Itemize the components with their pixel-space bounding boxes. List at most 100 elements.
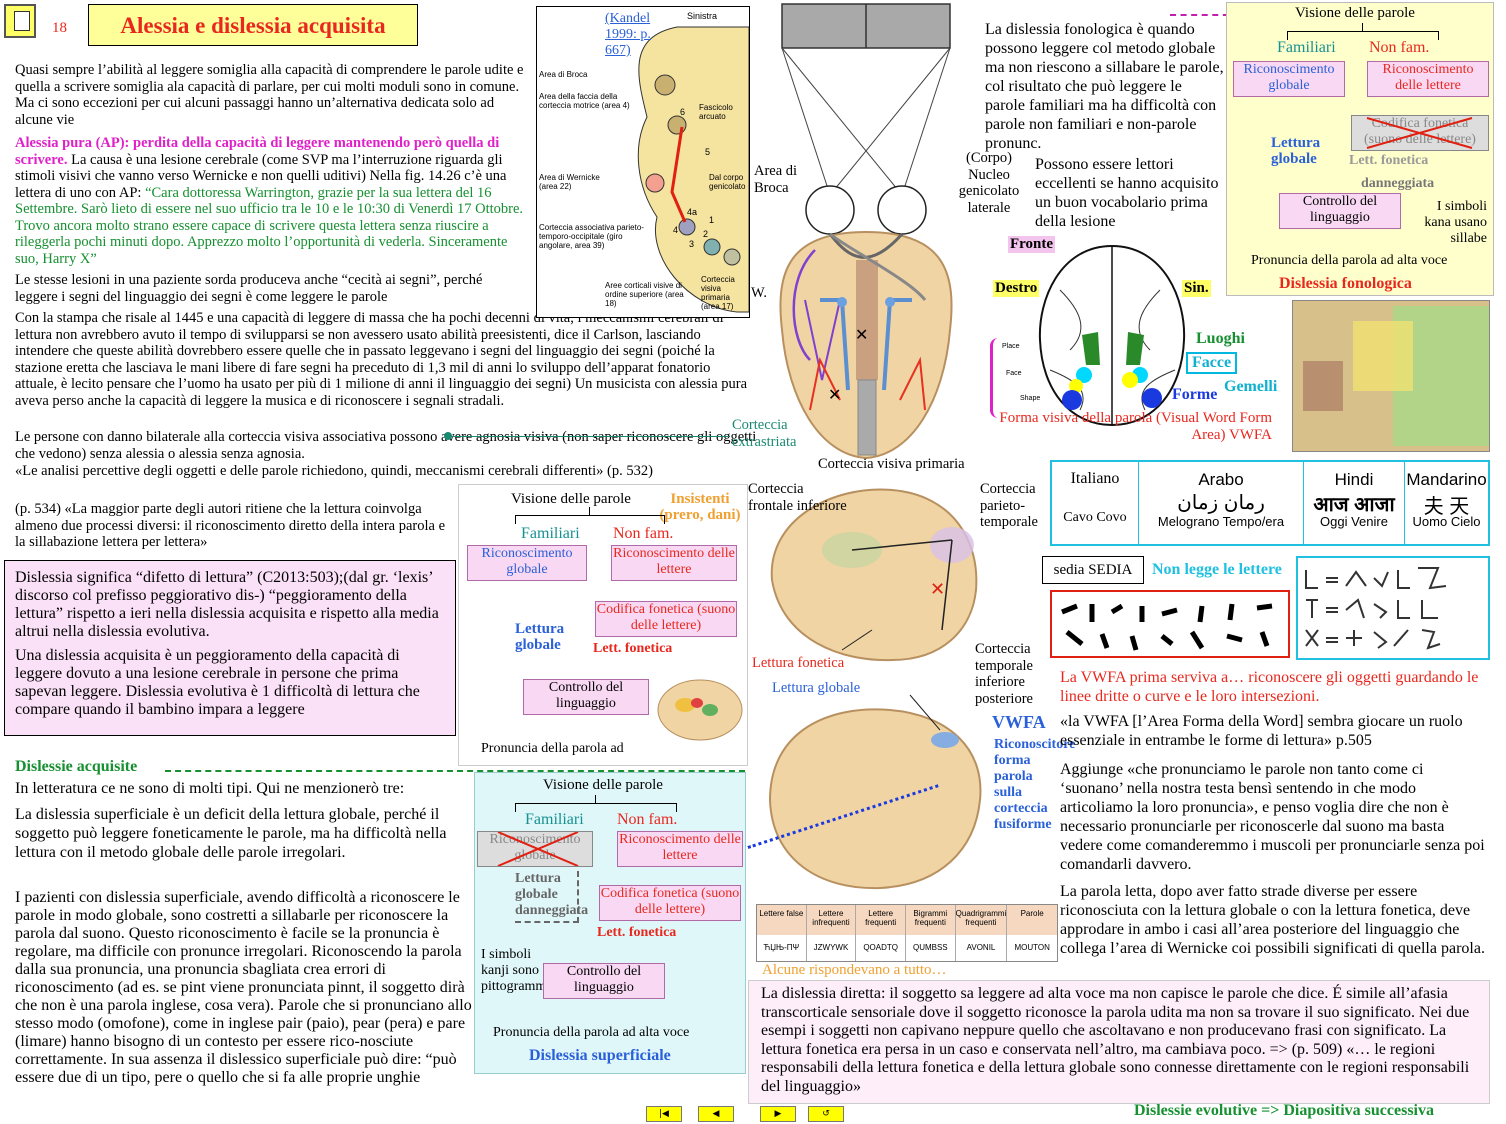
table-caption: Alcune rispondevano a tutto… bbox=[762, 962, 947, 978]
lesion-mark: ✕ bbox=[855, 325, 868, 344]
fragments-box bbox=[1050, 590, 1290, 658]
parietal-label: Corteccia parieto-temporale bbox=[980, 481, 1038, 530]
prev-slide-button[interactable]: ◀ bbox=[698, 1106, 734, 1122]
lesion-mark: ✕ bbox=[828, 385, 841, 404]
table-cell: MOUTON bbox=[1007, 935, 1057, 961]
kandel-label-arcuate: Fascicolo arcuato bbox=[699, 103, 733, 121]
vwfa-desc: Riconoscitore forma parola sulla cortecc… bbox=[994, 737, 1076, 832]
phon-rl: Riconoscimento delle lettere bbox=[1367, 61, 1489, 97]
table-header: Quadrigrammi frequenti bbox=[956, 905, 1008, 935]
table-cell: AVONIL bbox=[955, 935, 1008, 961]
patient-letter: “Cara dottoressa Warrington, grazie per … bbox=[15, 184, 524, 267]
quote-532: «Le analisi percettive degli oggetti e d… bbox=[15, 463, 653, 479]
sup-stem bbox=[595, 795, 596, 803]
sin-label: Sin. bbox=[1182, 280, 1211, 297]
label-area-broca: Area di Broca bbox=[754, 163, 798, 196]
mid-small-brain bbox=[657, 679, 743, 741]
sup-rl: Riconoscimento delle lettere bbox=[617, 831, 743, 867]
script-name: Arabo bbox=[1198, 470, 1244, 489]
definition-box: Dislessia significa “difetto di lettura”… bbox=[4, 560, 456, 736]
first-slide-button[interactable]: |◀ bbox=[646, 1106, 682, 1122]
word-table: Lettere false Lettere infrequenti Letter… bbox=[756, 904, 1058, 962]
scripts-table: Italiano Cavo Covo Arabo رمان زمان Melog… bbox=[1050, 460, 1490, 546]
sedia-text: sedia SEDIA bbox=[1053, 562, 1133, 578]
intro-paragraph: Quasi sempre l’abilità al leggere somigl… bbox=[15, 62, 524, 128]
script-col-arabo: Arabo رمان زمان Melograno Tempo/era bbox=[1139, 462, 1304, 544]
phon-nonfam: Non fam. bbox=[1369, 39, 1430, 56]
kandel-num: 6 bbox=[680, 107, 686, 117]
mid-insistenti: Insistenti (prero, dani) bbox=[659, 491, 741, 523]
phon-fam: Familiari bbox=[1277, 39, 1336, 56]
phon-ctrl: Controllo del linguaggio bbox=[1279, 193, 1401, 229]
label-wernicke: W. bbox=[751, 285, 767, 301]
kandel-label-associativa: Corteccia associativa parieto-temporo-oc… bbox=[539, 223, 644, 250]
script-words: Uomo Cielo bbox=[1412, 514, 1481, 529]
table-cell: QOADTQ bbox=[856, 935, 906, 961]
script-col-hindi: Hindi आज आजा Oggi Venire bbox=[1304, 462, 1405, 544]
phon-stem bbox=[1362, 23, 1363, 31]
kandel-sinistra: Sinistra bbox=[687, 11, 718, 21]
cross-mark bbox=[497, 832, 579, 866]
page-icon bbox=[14, 11, 30, 31]
flow-phonological: Visione delle parole Familiari Non fam. … bbox=[1226, 2, 1494, 296]
mid-tree-line bbox=[515, 515, 665, 524]
superficial-def: La dislessia superficiale è un deficit d… bbox=[15, 806, 447, 861]
pure-alexia: Alessia pura (AP): perdita della capacit… bbox=[15, 135, 530, 267]
anatomy-photo bbox=[1292, 300, 1490, 452]
mid-nonfam: Non fam. bbox=[613, 525, 674, 542]
sup-cf: Codifica fonetica (suono delle lettere) bbox=[599, 885, 741, 921]
read-word-paragraph: La parola letta, dopo aver fatto strade … bbox=[1060, 883, 1485, 957]
direct-dyslexia-box: La dislessia diretta: il soggetto sa leg… bbox=[748, 980, 1490, 1104]
mid-lf: Lett. fonetica bbox=[593, 641, 673, 656]
luoghi-label: Luoghi bbox=[1196, 330, 1245, 347]
script-words: Oggi Venire bbox=[1320, 514, 1388, 529]
label-primary-visual: Corteccia visiva primaria bbox=[818, 456, 965, 472]
pure-alexia-head: Alessia pura (AP): perdita della capacit… bbox=[15, 135, 500, 168]
superficial-detail: I pazienti con dislessia superficiale, a… bbox=[15, 889, 472, 1086]
script-col-italiano: Italiano Cavo Covo bbox=[1052, 462, 1139, 544]
next-slide-text: Dislessie evolutive => Diapositiva succe… bbox=[1134, 1102, 1434, 1119]
sup-tree-line bbox=[515, 803, 677, 812]
sup-lf: Lett. fonetica bbox=[597, 925, 677, 940]
mid-fam: Familiari bbox=[521, 525, 580, 542]
mid-cf: Codifica fonetica (suono delle lettere) bbox=[595, 601, 737, 637]
table-cell: JZWYWK bbox=[806, 935, 857, 961]
kandel-label-area17: Corteccia visiva primaria (area 17) bbox=[701, 275, 735, 311]
kandel-figure: (Kandel 1999: p. 667) Sinistra Area di B… bbox=[536, 6, 750, 318]
slide-number: 18 bbox=[52, 20, 67, 36]
next-slide-button[interactable]: ▶ bbox=[760, 1106, 796, 1122]
return-button[interactable]: ↺ bbox=[808, 1106, 844, 1122]
mid-rl: Riconoscimento delle lettere bbox=[611, 545, 737, 581]
forme-label: Forme bbox=[1172, 386, 1218, 403]
kandel-num: 4 bbox=[673, 225, 679, 235]
ventral-brain bbox=[1038, 244, 1186, 427]
deaf-patient: Le stesse lesioni in una paziente sorda … bbox=[15, 272, 483, 305]
phon-kana: I simboli kana usano sillabe bbox=[1424, 199, 1487, 246]
table-header: Parole bbox=[1020, 909, 1044, 918]
sup-rg: Riconoscimento globale bbox=[477, 831, 593, 867]
lettura-globale-label: Lettura globale bbox=[772, 680, 861, 696]
visual-pathway-diagram: ✕ ✕ bbox=[779, 3, 953, 460]
script-name: Hindi bbox=[1334, 470, 1374, 489]
acquired-heading: Dislessie acquisite bbox=[15, 758, 138, 775]
mid-ctrl: Controllo del linguaggio bbox=[523, 679, 649, 715]
vwfa-caption-text: Forma visiva della parola (Visual Word F… bbox=[999, 410, 1272, 443]
destro-label: Destro bbox=[993, 280, 1040, 297]
sup-ctrl: Controllo del linguaggio bbox=[543, 963, 665, 999]
line-features bbox=[1305, 567, 1447, 650]
sup-title: Dislessia superficiale bbox=[529, 1047, 671, 1064]
kandel-label-areas18: Aree corticali visive di ordine superior… bbox=[605, 281, 684, 308]
script-glyphs: رمان زمان bbox=[1177, 492, 1265, 514]
mid-top: Visione delle parole bbox=[511, 491, 631, 507]
kandel-label-face: Area della faccia della corteccia motric… bbox=[539, 92, 630, 110]
phon-lf: Lett. fonetica bbox=[1349, 153, 1429, 168]
bilateral-damage: Le persone con danno bilaterale alla cor… bbox=[15, 429, 757, 462]
mid-pron: Pronuncia della parola ad bbox=[481, 741, 624, 756]
sup-pron: Pronuncia della parola ad alta voce bbox=[493, 1025, 690, 1040]
phonological-text2: Possono essere lettori eccellenti se han… bbox=[1035, 156, 1219, 230]
slide-icon[interactable] bbox=[4, 4, 36, 38]
table-header: Lettere false bbox=[757, 905, 807, 935]
cross-mark bbox=[1366, 117, 1473, 149]
acquired-definition: Una dislessia acquisita è un peggioramen… bbox=[15, 647, 420, 718]
quote-534: (p. 534) «La maggior parte degli autori … bbox=[15, 501, 446, 550]
